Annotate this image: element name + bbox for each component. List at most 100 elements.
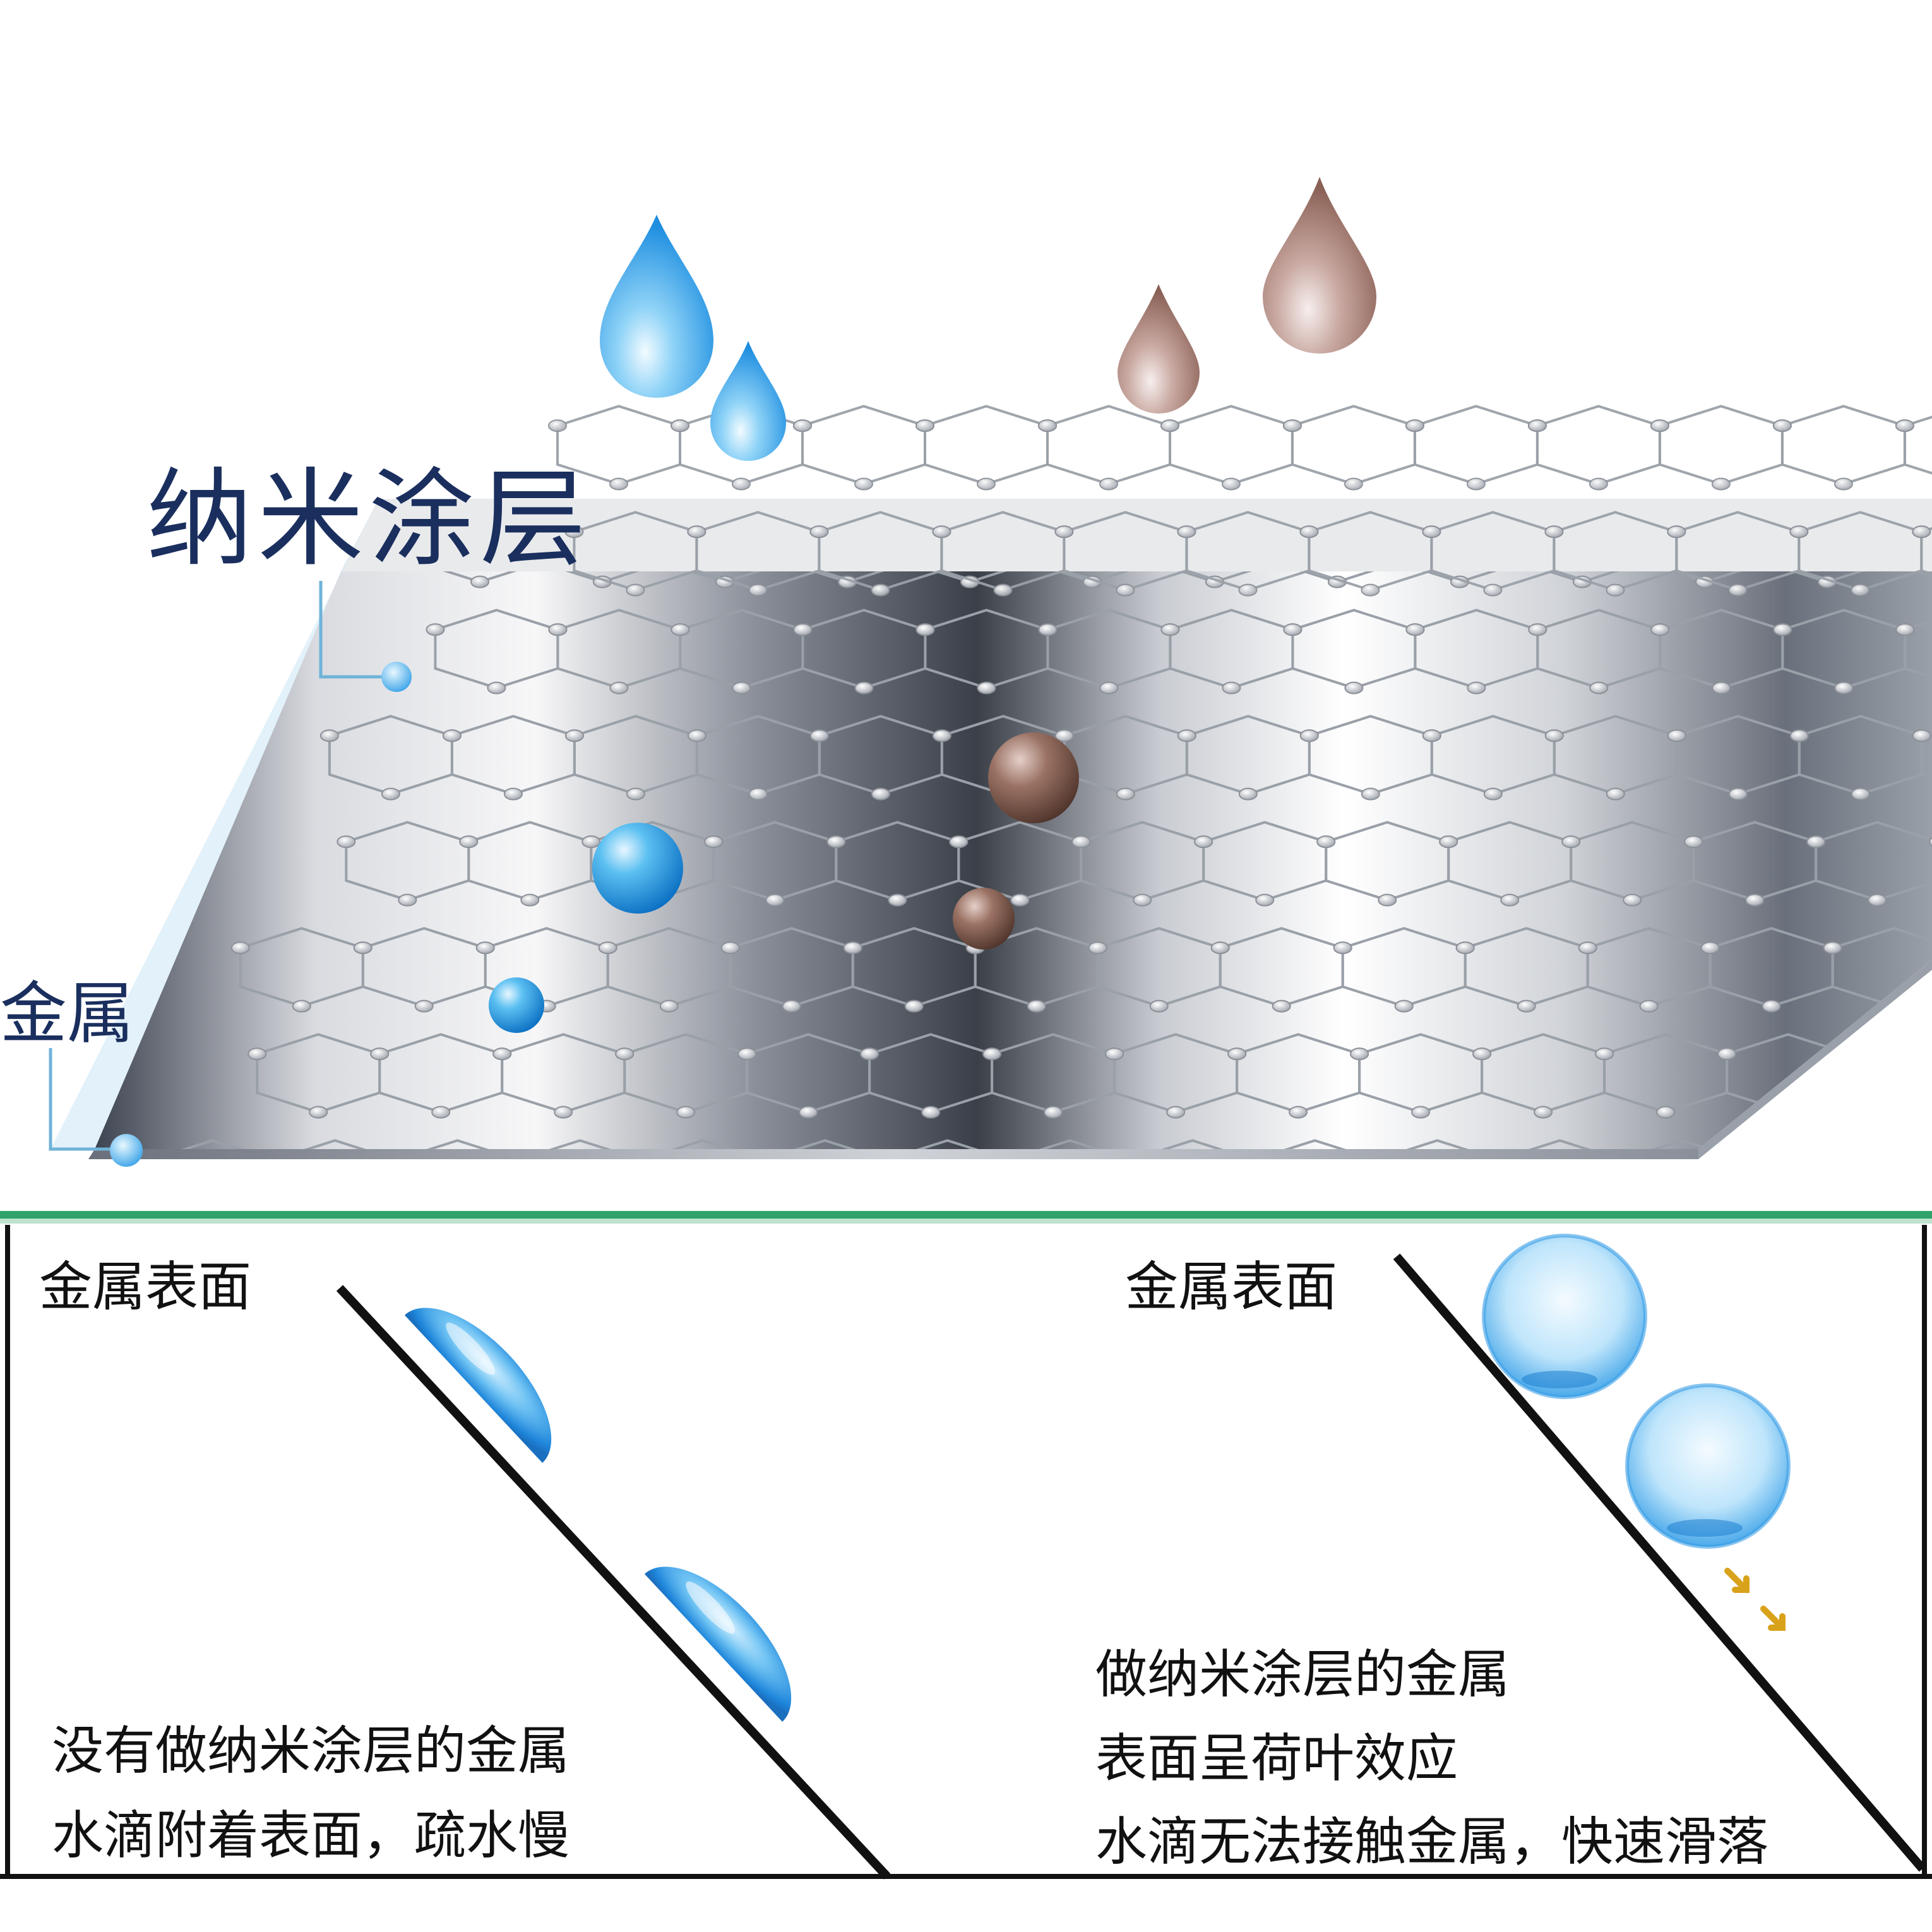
lattice-node xyxy=(1133,893,1152,907)
lattice-node xyxy=(1238,787,1258,801)
lattice-node xyxy=(454,1578,472,1590)
lattice-cell xyxy=(797,1352,920,1430)
lattice-node xyxy=(209,1578,227,1590)
lattice-node xyxy=(789,1366,806,1378)
lattice-node xyxy=(793,623,813,636)
lattice-cell xyxy=(1742,1139,1868,1149)
lattice-node xyxy=(1333,941,1352,955)
lattice-cell xyxy=(1794,1458,1916,1536)
lattice-node xyxy=(1757,1743,1775,1755)
lattice-node xyxy=(1099,681,1119,695)
lattice-cell xyxy=(1815,821,1932,902)
lattice-node xyxy=(1066,1578,1084,1590)
lattice-cell xyxy=(517,1139,643,1149)
lattice-node xyxy=(1818,1685,1836,1696)
lattice-node xyxy=(349,1685,366,1696)
lattice-node xyxy=(1099,477,1118,491)
lattice-node xyxy=(404,1260,422,1272)
lattice-node xyxy=(915,623,935,636)
lattice-node xyxy=(904,999,924,1013)
lattice-node xyxy=(1544,525,1564,539)
lattice-cell xyxy=(920,1352,1042,1430)
lattice-node xyxy=(1880,1743,1897,1755)
lattice-node xyxy=(799,1106,818,1119)
lattice-node xyxy=(593,1685,611,1696)
dirt-ball-small xyxy=(953,888,1015,950)
rolling-droplet-lower xyxy=(1625,1383,1791,1549)
lattice-node xyxy=(609,477,628,491)
lattice-node xyxy=(247,1047,267,1061)
lattice-node xyxy=(454,1578,472,1590)
lattice-node xyxy=(404,1260,422,1272)
lattice-node xyxy=(1439,835,1458,849)
lattice-node xyxy=(315,1472,333,1484)
lattice-node xyxy=(1010,893,1030,907)
lattice-node xyxy=(1890,1366,1908,1378)
lattice-node xyxy=(927,1472,945,1484)
lattice-node xyxy=(805,1472,823,1484)
metal-plate-top xyxy=(95,571,1932,1149)
lattice-node xyxy=(499,1531,516,1542)
metal-leader-dot xyxy=(110,1134,143,1167)
lattice-cell xyxy=(970,1671,1092,1748)
lattice-node xyxy=(1874,1260,1892,1272)
lattice-cell xyxy=(1582,1671,1705,1748)
lattice-node xyxy=(337,835,356,849)
lattice-node xyxy=(1851,787,1870,801)
lattice-node xyxy=(1071,835,1091,849)
lattice-node xyxy=(655,1743,672,1755)
lattice-cell xyxy=(79,1458,201,1536)
lattice-cell xyxy=(1904,609,1932,689)
lattice-node xyxy=(732,681,751,695)
lattice-cell xyxy=(1426,1458,1549,1536)
lattice-node xyxy=(544,1366,561,1378)
lattice-node xyxy=(1189,1578,1207,1590)
lattice-cell xyxy=(1810,1565,1932,1642)
lattice-node xyxy=(1160,623,1180,636)
lattice-node xyxy=(1840,1047,1859,1061)
lattice-node xyxy=(230,941,250,955)
lattice-cell xyxy=(924,405,1049,486)
lattice-node xyxy=(1234,1531,1251,1542)
lattice-node xyxy=(944,1578,962,1590)
lattice-node xyxy=(915,419,934,432)
lattice-node xyxy=(442,729,462,742)
lattice-node xyxy=(1846,1531,1864,1542)
lattice-node xyxy=(1840,1047,1859,1061)
lattice-node xyxy=(193,1472,210,1484)
lattice-node xyxy=(1573,1685,1591,1696)
lattice-cell xyxy=(1198,1565,1320,1642)
lattice-node xyxy=(70,1472,88,1484)
lattice-node xyxy=(1813,1319,1830,1330)
lattice-cell xyxy=(340,1565,463,1642)
lattice-node xyxy=(1751,1260,1769,1272)
dirt-ball-large xyxy=(988,732,1079,823)
lattice-node xyxy=(560,1472,578,1484)
lattice-node xyxy=(805,1472,823,1484)
lattice-cell xyxy=(1042,1352,1164,1430)
lattice-node xyxy=(687,525,707,539)
lattice-node xyxy=(1350,1047,1369,1061)
lattice-node xyxy=(1857,1154,1875,1166)
lattice-cell xyxy=(1535,405,1661,486)
lattice-node xyxy=(982,1047,1002,1061)
lattice-node xyxy=(1606,787,1625,801)
lattice-node xyxy=(1027,999,1046,1013)
lattice-node xyxy=(1116,583,1135,597)
lattice-cell xyxy=(1848,1033,1932,1114)
lattice-node xyxy=(588,1319,605,1330)
lattice-node xyxy=(621,1531,639,1542)
lattice-node xyxy=(576,1578,594,1590)
adhered-droplet-lower xyxy=(644,1566,792,1722)
lattice-node xyxy=(220,1319,238,1330)
lattice-node xyxy=(765,893,785,907)
lattice-node xyxy=(1556,1578,1574,1590)
lattice-node xyxy=(1483,583,1503,597)
lattice-cell xyxy=(1374,1139,1500,1149)
lattice-cell xyxy=(1777,1352,1899,1430)
metal-plate-edge xyxy=(88,1149,1698,1159)
lattice-node xyxy=(1222,681,1241,695)
lattice-node xyxy=(777,1743,795,1755)
lattice-node xyxy=(894,1260,912,1272)
